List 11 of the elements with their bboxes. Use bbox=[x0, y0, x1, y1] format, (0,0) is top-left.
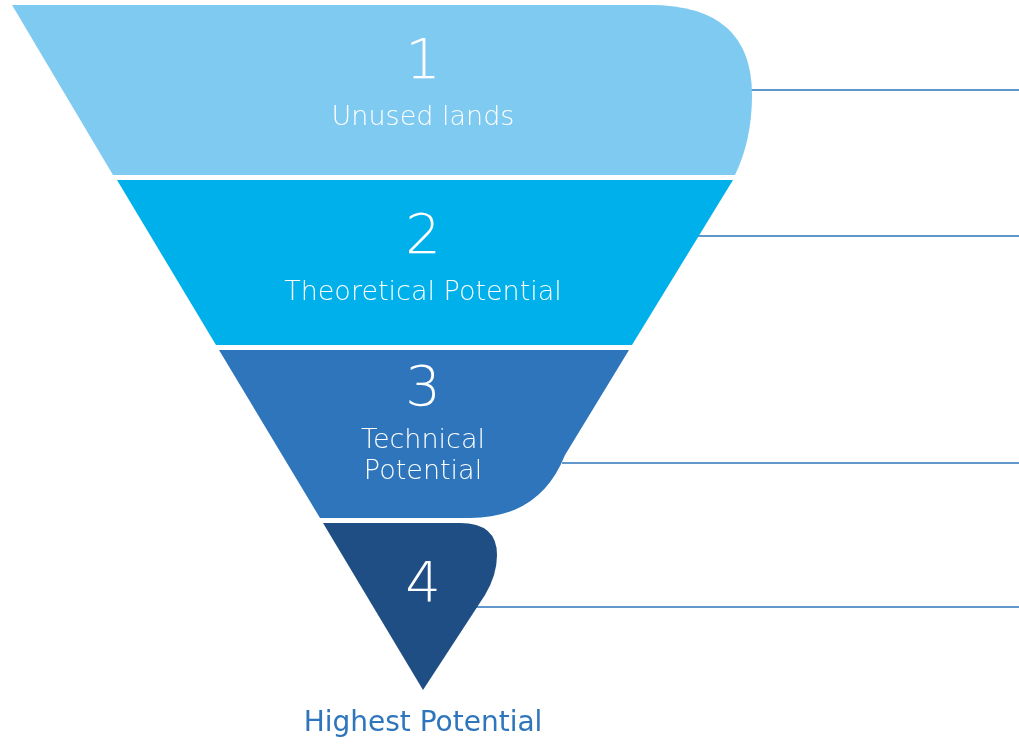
step-label: Unused lands bbox=[330, 100, 516, 132]
connector-line bbox=[561, 462, 1019, 464]
node-label: Highest Potential bbox=[302, 705, 544, 738]
step-number: 3 bbox=[404, 354, 442, 419]
step-number: 1 bbox=[404, 27, 442, 92]
step-number: 2 bbox=[404, 202, 442, 267]
funnel-band bbox=[12, 5, 753, 176]
step-label: Theoretical Potential bbox=[283, 275, 563, 307]
step-number: 4 bbox=[404, 550, 442, 615]
funnel-band bbox=[216, 350, 630, 519]
step-label: Technical Potential bbox=[360, 423, 486, 486]
